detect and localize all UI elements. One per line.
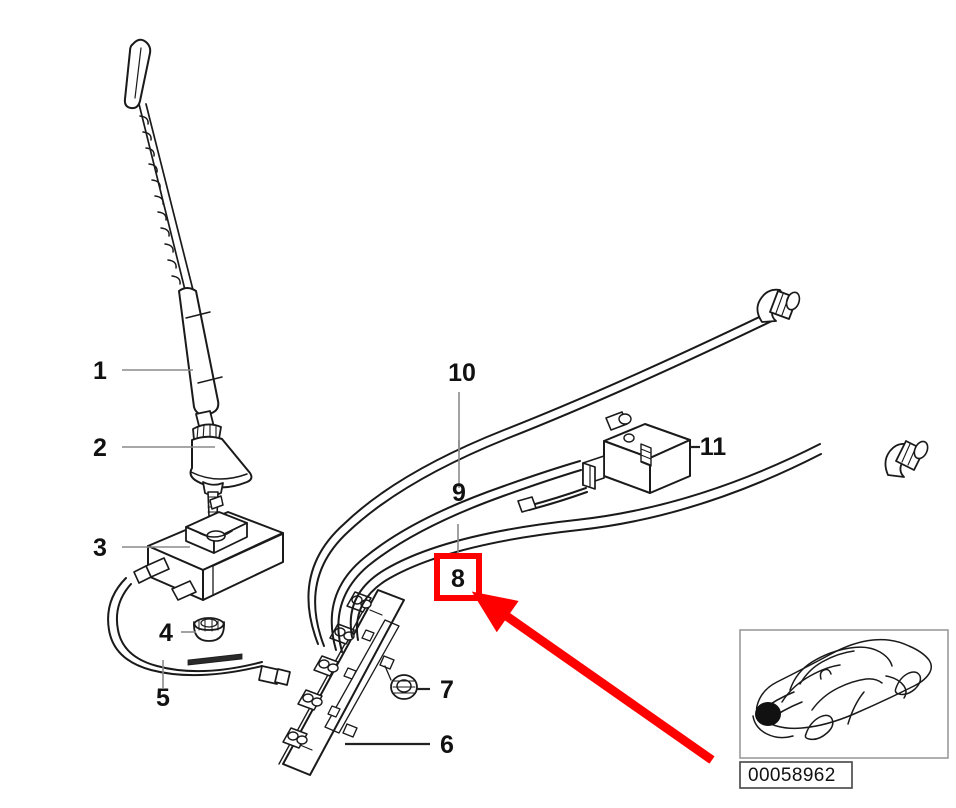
- callout-11: 11: [700, 433, 727, 461]
- callout-numbers: 1 2 3 4 5 6 7 8 9 10 11: [93, 357, 726, 759]
- callout-9: 9: [452, 479, 466, 507]
- coax-right-angle-connector-upper: [756, 288, 801, 323]
- antenna-cable-part-10: [307, 288, 801, 647]
- antenna-base-part-2: [189, 423, 253, 517]
- antenna-amplifier-part-3: [133, 495, 284, 601]
- coax-right-angle-connector: [884, 440, 929, 478]
- fastener-nut-part-7: [384, 665, 418, 700]
- grommet-part-4: [193, 617, 225, 642]
- callout-10: 10: [448, 359, 476, 387]
- callout-5: 5: [156, 684, 170, 712]
- inset-id-box: [739, 761, 853, 789]
- highlight-box-callout-8: [434, 553, 482, 601]
- vehicle-location-inset: 00058962: [739, 629, 949, 789]
- callout-7: 7: [440, 676, 454, 704]
- antenna-mast-part-1: [123, 38, 223, 431]
- connector-bracket-part-6: [278, 589, 405, 776]
- highlight-annotation: [434, 553, 715, 764]
- antenna-location-marker: [755, 702, 781, 726]
- antenna-cable-part-9: [330, 411, 632, 653]
- callout-8: 8: [451, 565, 465, 593]
- callout-1: 1: [93, 357, 107, 385]
- antenna-cable-part-5: [107, 577, 291, 686]
- antenna-module-part-11: [582, 423, 691, 494]
- callout-6: 6: [440, 731, 454, 759]
- highlight-arrow-line: [492, 604, 715, 764]
- highlight-arrow-head: [471, 591, 519, 633]
- callout-2: 2: [93, 434, 107, 462]
- callout-leaders: [122, 369, 700, 746]
- vehicle-illustration: [752, 638, 933, 741]
- inset-id-number: 00058962: [748, 765, 836, 786]
- callout-4: 4: [159, 619, 173, 647]
- antenna-cable-part-8: [349, 440, 929, 641]
- callout-3: 3: [93, 534, 107, 562]
